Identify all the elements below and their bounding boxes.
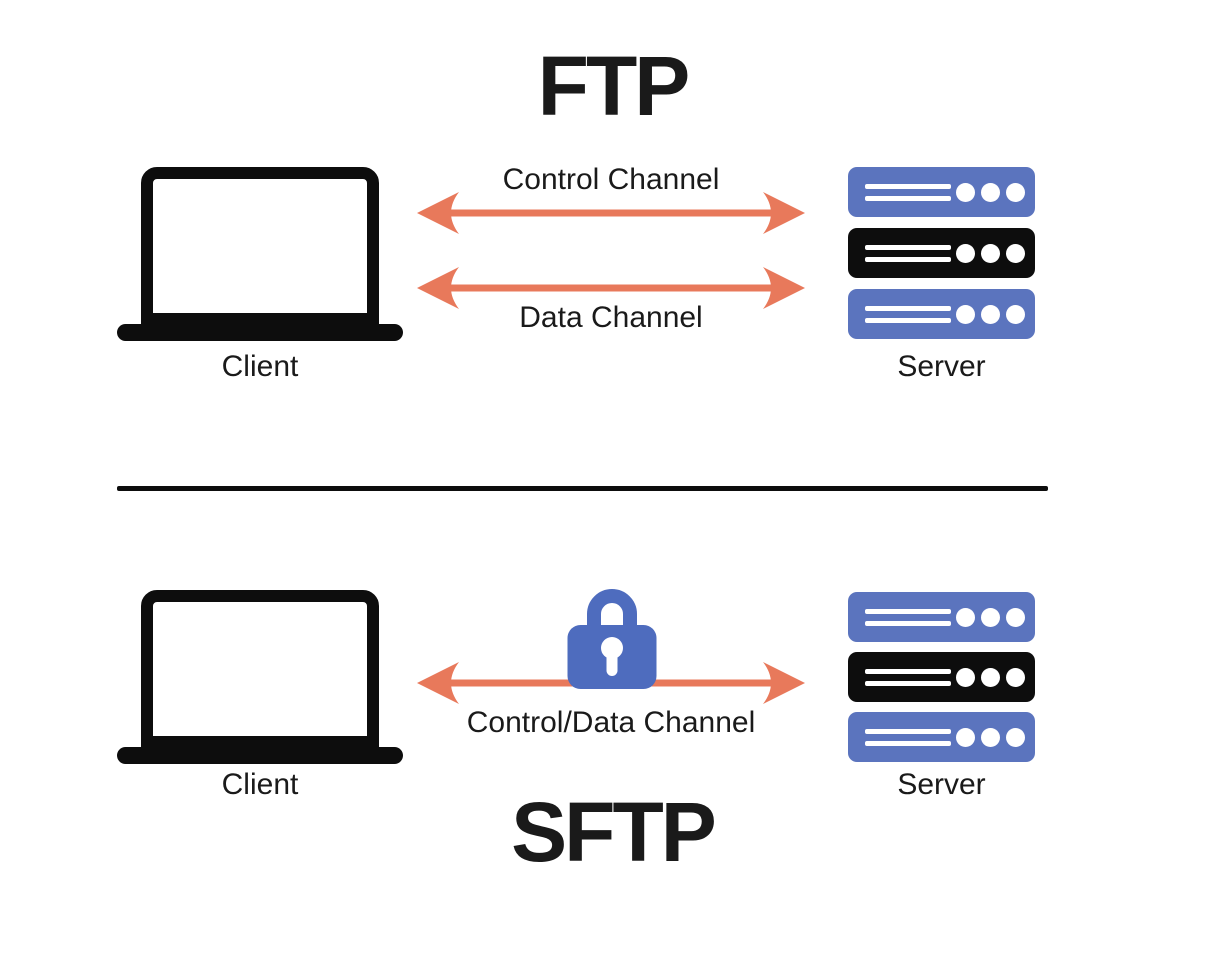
control-channel-double-arrow-icon (417, 192, 805, 234)
ftp-control-channel-label: Control Channel (502, 163, 720, 196)
laptop-screen (141, 167, 379, 325)
sftp-title: SFTP (511, 785, 717, 879)
server-dots (956, 667, 1025, 687)
server-dots (956, 727, 1025, 747)
ftp-server-stack-icon (848, 167, 1035, 339)
sftp-client-label: Client (221, 768, 299, 801)
ftp-client-label: Client (221, 350, 299, 383)
server-dots (956, 607, 1025, 627)
sftp-channel-label: Control/Data Channel (466, 706, 756, 739)
server-unit (848, 652, 1035, 702)
ftp-laptop-icon (117, 167, 403, 341)
server-unit (848, 289, 1035, 339)
laptop-screen (141, 590, 379, 748)
server-lines (865, 183, 951, 201)
server-unit (848, 167, 1035, 217)
server-unit (848, 592, 1035, 642)
server-lines (865, 608, 951, 626)
sftp-server-stack-icon (848, 592, 1035, 762)
laptop-base (117, 747, 403, 764)
server-dots (956, 243, 1025, 263)
ftp-data-channel-label: Data Channel (519, 301, 703, 334)
server-lines (865, 728, 951, 746)
sftp-laptop-icon (117, 590, 403, 764)
ftp-title: FTP (537, 39, 691, 133)
ftp-server-label: Server (897, 350, 986, 383)
server-lines (865, 668, 951, 686)
laptop-base (117, 324, 403, 341)
lock-icon (567, 589, 657, 689)
section-divider (117, 486, 1048, 491)
server-unit (848, 712, 1035, 762)
data-channel-double-arrow-icon (417, 267, 805, 309)
server-lines (865, 305, 951, 323)
server-lines (865, 244, 951, 262)
server-dots (956, 304, 1025, 324)
server-dots (956, 182, 1025, 202)
sftp-server-label: Server (897, 768, 986, 801)
server-unit (848, 228, 1035, 278)
